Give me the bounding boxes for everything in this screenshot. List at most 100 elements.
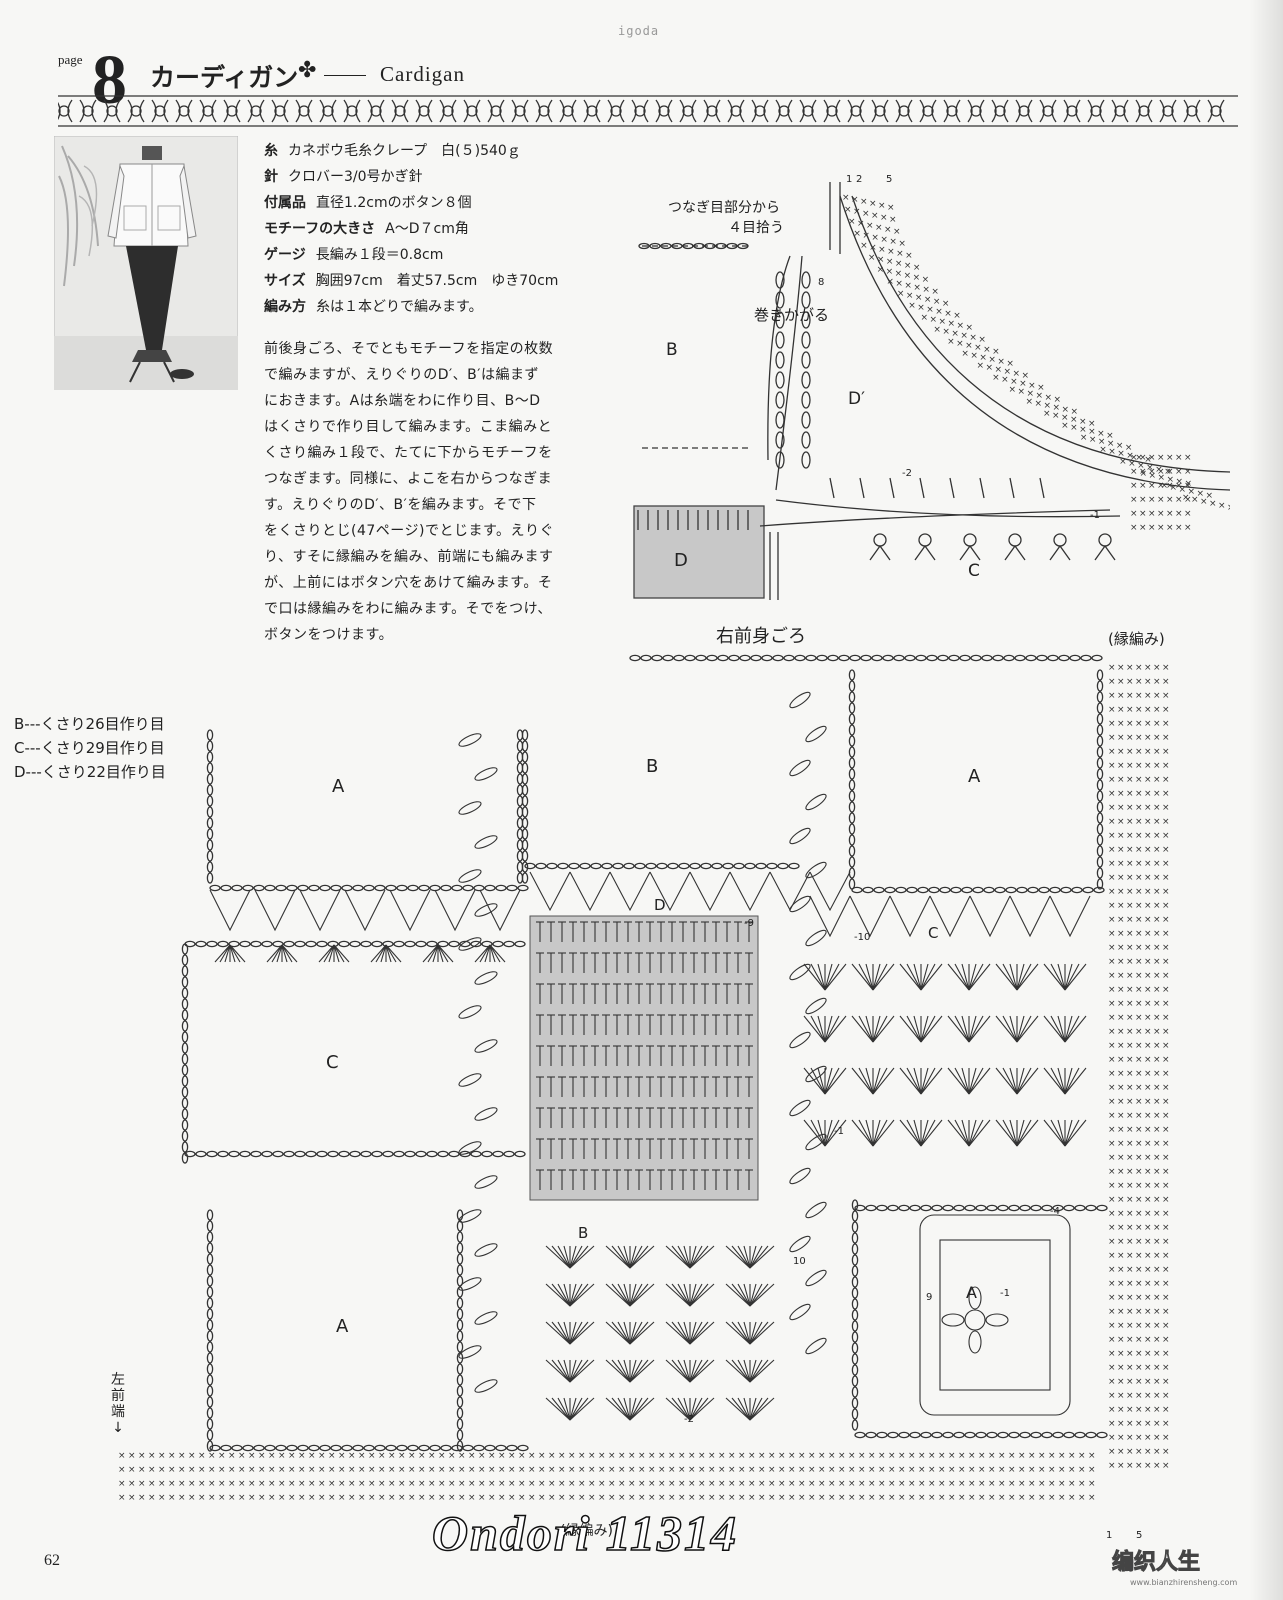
svg-text:×: × bbox=[398, 1493, 406, 1503]
svg-text:×: × bbox=[1108, 915, 1116, 925]
svg-text:×: × bbox=[1135, 1181, 1143, 1191]
svg-text:×: × bbox=[1153, 1419, 1161, 1429]
svg-text:×: × bbox=[518, 1479, 526, 1489]
svg-text:×: × bbox=[468, 1493, 476, 1503]
svg-text:×: × bbox=[1153, 1251, 1161, 1261]
svg-text:×: × bbox=[1126, 985, 1134, 995]
svg-text:×: × bbox=[1139, 453, 1147, 463]
svg-text:×: × bbox=[248, 1465, 256, 1475]
svg-text:×: × bbox=[168, 1465, 176, 1475]
svg-text:×: × bbox=[968, 1451, 976, 1461]
svg-text:×: × bbox=[1144, 1195, 1152, 1205]
svg-text:×: × bbox=[1162, 1461, 1170, 1471]
svg-text:×: × bbox=[548, 1451, 556, 1461]
svg-text:×: × bbox=[678, 1465, 686, 1475]
svg-text:×: × bbox=[308, 1479, 316, 1489]
svg-text:×: × bbox=[889, 237, 897, 247]
svg-text:×: × bbox=[1200, 497, 1208, 507]
svg-text:×: × bbox=[1108, 901, 1116, 911]
svg-text:×: × bbox=[1162, 1391, 1170, 1401]
materials-table: 糸カネボウ毛糸クレープ 白(５)540ｇ 針クロバー3/0号かぎ針 付属品直径1… bbox=[264, 138, 558, 320]
svg-text:×: × bbox=[318, 1493, 326, 1503]
svg-text:×: × bbox=[648, 1493, 656, 1503]
instruction-line: が、上前にはボタン穴をあけて編みます。そ bbox=[264, 575, 553, 591]
svg-text:×: × bbox=[1153, 1013, 1161, 1023]
svg-text:×: × bbox=[888, 1465, 896, 1475]
svg-text:×: × bbox=[378, 1479, 386, 1489]
svg-text:×: × bbox=[1117, 901, 1125, 911]
svg-text:×: × bbox=[1157, 495, 1165, 505]
svg-text:×: × bbox=[808, 1465, 816, 1475]
svg-text:×: × bbox=[298, 1479, 306, 1489]
svg-text:×: × bbox=[758, 1451, 766, 1461]
svg-text:×: × bbox=[1162, 677, 1170, 687]
svg-text:×: × bbox=[1108, 1321, 1116, 1331]
right-front-chart: ××××××××××××××××××××××××××××××××××××××××… bbox=[118, 654, 1170, 1540]
svg-text:×: × bbox=[1162, 1139, 1170, 1149]
svg-text:×: × bbox=[618, 1465, 626, 1475]
svg-text:×: × bbox=[118, 1465, 126, 1475]
svg-text:×: × bbox=[1135, 1153, 1143, 1163]
svg-text:×: × bbox=[1108, 817, 1116, 827]
svg-text:×: × bbox=[1135, 1447, 1143, 1457]
svg-text:×: × bbox=[1135, 1251, 1143, 1261]
svg-text:×: × bbox=[938, 1451, 946, 1461]
svg-text:×: × bbox=[1135, 1237, 1143, 1247]
svg-text:×: × bbox=[1146, 463, 1154, 473]
motif-c-label-2: C bbox=[928, 924, 938, 942]
svg-text:×: × bbox=[1153, 1377, 1161, 1387]
svg-text:×: × bbox=[1126, 929, 1134, 939]
svg-text:×: × bbox=[218, 1451, 226, 1461]
svg-text:×: × bbox=[1153, 1279, 1161, 1289]
svg-text:×: × bbox=[418, 1479, 426, 1489]
svg-text:×: × bbox=[1184, 453, 1192, 463]
svg-text:×: × bbox=[1153, 845, 1161, 855]
instruction-line: つなぎます。同様に、よこを右からつなぎま bbox=[264, 471, 553, 487]
svg-text:×: × bbox=[1157, 467, 1165, 477]
svg-text:×: × bbox=[1188, 487, 1196, 497]
svg-text:×: × bbox=[956, 339, 964, 349]
svg-text:×: × bbox=[268, 1479, 276, 1489]
publisher-watermark: Ondori 11314 bbox=[431, 1504, 739, 1562]
svg-text:×: × bbox=[1162, 1125, 1170, 1135]
svg-text:×: × bbox=[1153, 1111, 1161, 1121]
svg-text:×: × bbox=[168, 1493, 176, 1503]
svg-text:×: × bbox=[1078, 1465, 1086, 1475]
page-title-jp: カーディガン bbox=[150, 63, 299, 92]
svg-text:×: × bbox=[1117, 1293, 1125, 1303]
svg-text:×: × bbox=[698, 1479, 706, 1489]
svg-text:×: × bbox=[1135, 1363, 1143, 1373]
svg-text:×: × bbox=[368, 1451, 376, 1461]
svg-text:×: × bbox=[478, 1451, 486, 1461]
svg-text:×: × bbox=[1144, 1349, 1152, 1359]
svg-text:×: × bbox=[875, 223, 883, 233]
svg-text:×: × bbox=[1153, 873, 1161, 883]
svg-text:×: × bbox=[708, 1479, 716, 1489]
svg-text:×: × bbox=[348, 1493, 356, 1503]
svg-text:×: × bbox=[1144, 1097, 1152, 1107]
svg-text:×: × bbox=[1144, 803, 1152, 813]
motif-b-label: B bbox=[646, 756, 658, 777]
svg-text:×: × bbox=[1108, 677, 1116, 687]
svg-text:×: × bbox=[658, 1479, 666, 1489]
svg-text:×: × bbox=[913, 273, 921, 283]
svg-text:×: × bbox=[1144, 1013, 1152, 1023]
motif-d-label: D bbox=[654, 896, 666, 914]
svg-text:×: × bbox=[978, 1479, 986, 1489]
svg-text:×: × bbox=[1144, 705, 1152, 715]
svg-text:×: × bbox=[898, 1493, 906, 1503]
svg-text:×: × bbox=[1088, 419, 1096, 429]
svg-text:×: × bbox=[158, 1479, 166, 1489]
svg-text:×: × bbox=[1018, 1451, 1026, 1461]
svg-text:×: × bbox=[978, 335, 986, 345]
svg-text:×: × bbox=[1108, 831, 1116, 841]
svg-text:×: × bbox=[438, 1493, 446, 1503]
svg-text:×: × bbox=[988, 1479, 996, 1489]
svg-text:×: × bbox=[1038, 1479, 1046, 1489]
svg-text:×: × bbox=[848, 1465, 856, 1475]
svg-text:×: × bbox=[638, 1493, 646, 1503]
svg-text:×: × bbox=[1144, 1069, 1152, 1079]
svg-text:×: × bbox=[928, 1479, 936, 1489]
svg-text:×: × bbox=[1144, 1363, 1152, 1373]
svg-text:×: × bbox=[1162, 831, 1170, 841]
